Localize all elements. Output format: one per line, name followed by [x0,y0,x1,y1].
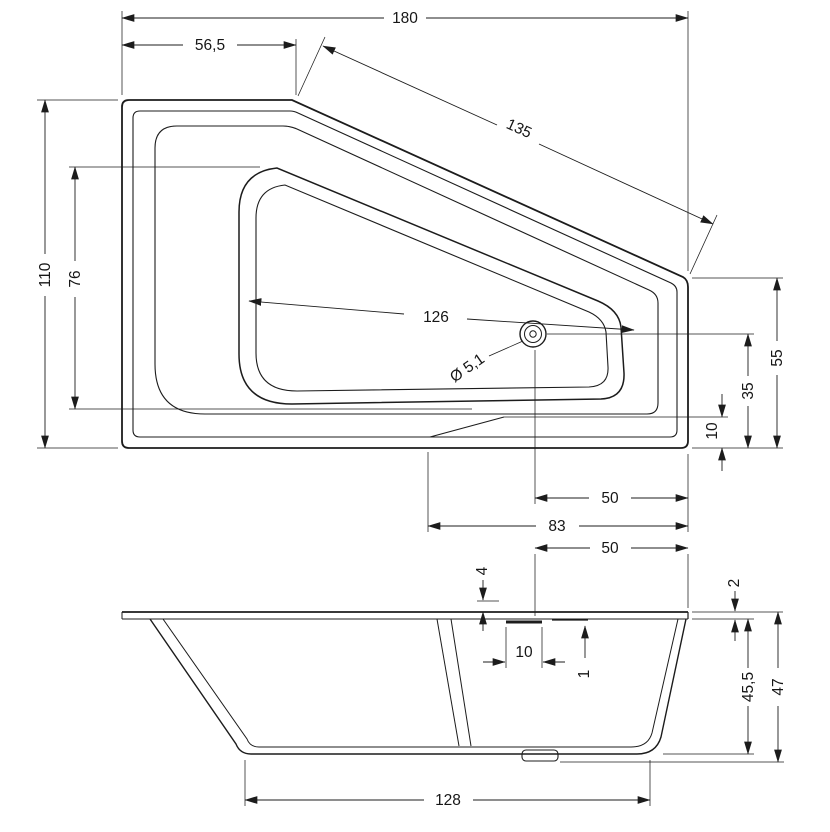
dim-label-35: 35 [740,382,757,399]
dim-180: 180 [121,10,689,271]
dim-35: 35 [547,333,757,449]
tub-outer-contour [121,99,689,449]
dim-label-76: 76 [67,270,84,287]
dim-label-83: 83 [548,518,565,535]
dim-45-5: 45,5 [663,618,757,755]
dim-label-10-step: 10 [704,422,721,440]
dim-50-side-view: 50 [534,540,689,616]
dim-10-side: 10 [483,627,565,668]
dim-label-45-5: 45,5 [740,672,757,702]
dim-label-126: 126 [423,309,449,326]
dim-label-4: 4 [474,566,491,575]
dim-label-50-top: 50 [601,490,619,507]
dim-110: 110 [37,99,118,449]
top-view: 180 56,5 135 110 [37,10,786,535]
dim-label-1: 1 [576,670,593,679]
dim-label-135: 135 [504,116,535,142]
dim-label-56-5: 56,5 [195,37,225,54]
dim-label-47: 47 [770,678,787,695]
dim-4: 4 [474,566,491,631]
dim-label-10-side: 10 [515,644,533,661]
dim-label-55: 55 [769,349,786,366]
shell-profile [149,600,687,762]
dim-1: 1 [576,625,593,679]
basin-contour [238,167,625,438]
drain-circle [519,320,547,348]
dim-label-128: 128 [435,792,461,809]
dim-55: 55 [692,277,786,449]
dim-47: 47 [560,611,787,763]
dim-10-step: 10 [504,394,728,471]
drain-trap [521,749,559,762]
dim-label-180: 180 [392,10,418,27]
dim-76: 76 [67,166,472,410]
dim-label-2: 2 [726,579,743,588]
dim-drain-diameter: Ø 5,1 [447,340,524,386]
side-view: 50 4 2 10 1 [121,540,787,809]
rim-profile [121,611,689,620]
dim-56-5: 56,5 [121,37,297,95]
dim-50-top-view: 50 [534,350,689,532]
dim-label-drain-diameter: Ø 5,1 [447,350,488,386]
dim-128: 128 [244,760,651,809]
dim-83: 83 [427,452,689,535]
dim-2: 2 [692,579,783,641]
dim-135: 135 [297,36,718,275]
dim-126: 126 [248,298,635,334]
dim-label-110: 110 [37,262,54,287]
dim-label-50-side: 50 [601,540,619,557]
